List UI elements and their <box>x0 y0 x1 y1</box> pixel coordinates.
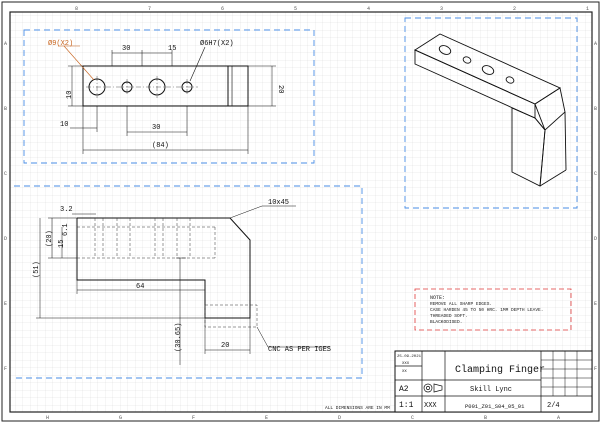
zone-label: 7 <box>148 6 151 12</box>
zone-label: G <box>119 415 122 421</box>
dim-51: (51) <box>33 261 41 278</box>
projection-symbol-icon <box>423 383 443 393</box>
zone-label: 4 <box>367 6 370 12</box>
dimensions-note: ALL DIMENSIONS ARE IN MM <box>325 405 390 411</box>
dim-15-vertical: 15 <box>58 240 66 248</box>
cnc-note: CNC AS PER IGES <box>268 346 331 354</box>
view-frame-iso <box>404 17 578 209</box>
zone-label: F <box>4 366 7 372</box>
zone-label: C <box>594 171 597 177</box>
hidden-lines <box>77 218 258 328</box>
zone-label: C <box>411 415 414 421</box>
front-view[interactable]: 3.2 (20) 15 6.1 (51) 64 10x45 (30.65) 20… <box>14 185 363 379</box>
zone-label: 3 <box>440 6 443 12</box>
zone-label: A <box>557 415 560 421</box>
notes-line: CASE HARDEN 45 TO 50 HRC. 1MM DEPTH LEAV… <box>430 307 543 313</box>
isometric-view[interactable] <box>404 17 578 209</box>
zone-label: E <box>265 415 268 421</box>
iso-part <box>414 33 567 187</box>
zone-label: B <box>484 415 487 421</box>
dim-20-vertical: (20) <box>46 230 54 247</box>
dim-3-2: 3.2 <box>60 206 73 214</box>
zone-label: E <box>594 301 597 307</box>
zone-label: 1 <box>586 6 589 12</box>
dim-10-bottom: 10 <box>60 121 68 129</box>
centerlines <box>86 76 198 98</box>
hole-callout-right: Ø6H7(X2) <box>200 39 234 48</box>
zone-label: B <box>4 106 7 112</box>
zone-label: 5 <box>294 6 297 12</box>
chamfer-callout: 10x45 <box>268 199 289 207</box>
sheet-size: A2 <box>399 385 409 394</box>
zone-label: A <box>594 41 597 47</box>
notes-block: NOTE: REMOVE ALL SHARP EDGES. CASE HARDE… <box>414 288 572 331</box>
zone-label: D <box>4 236 7 242</box>
zone-label: F <box>594 366 597 372</box>
title-xxx-small: XXX <box>402 362 410 366</box>
dim-30-top: 30 <box>122 45 130 53</box>
company-name: Skill Lync <box>470 386 512 394</box>
title-date: 25-09-2021 <box>397 355 422 359</box>
view-frame-top <box>23 29 315 164</box>
inner-border <box>9 11 593 413</box>
zone-label: A <box>4 41 7 47</box>
zone-label: D <box>338 415 341 421</box>
dim-6-1: 6.1 <box>62 223 70 236</box>
zone-markers-top: 8 7 6 5 4 3 2 1 <box>75 6 589 12</box>
title-xxx: XXX <box>424 402 437 410</box>
hole-callout-left: Ø9(X2) <box>48 39 73 48</box>
dim-20-right: 20 <box>276 85 284 93</box>
zone-label: 2 <box>513 6 516 12</box>
notes-line: REMOVE ALL SHARP EDGES. <box>430 301 492 307</box>
zone-label: H <box>46 415 49 421</box>
zone-label: F <box>192 415 195 421</box>
grid-area <box>10 12 592 412</box>
zone-markers-bottom: H G F E D C B A <box>46 415 560 421</box>
dim-64: 64 <box>136 283 144 291</box>
dim-30-65: (30.65) <box>175 323 183 352</box>
dim-20-bottom: 20 <box>221 342 229 350</box>
notes-heading: NOTE: <box>430 295 445 301</box>
zone-label: 8 <box>75 6 78 12</box>
zone-label: E <box>4 301 7 307</box>
dim-84: (84) <box>152 142 169 150</box>
zone-markers-right: A B C D E F <box>594 41 597 372</box>
sheet-number: 2/4 <box>547 402 560 410</box>
zone-label: C <box>4 171 7 177</box>
notes-line: BLACKODISED. <box>430 319 462 325</box>
front-outline <box>76 217 251 319</box>
dim-30-bottom: 30 <box>152 124 160 132</box>
drawing-title: Clamping Finger <box>455 364 545 376</box>
dimension-lines <box>68 50 276 154</box>
notes-line: THREADED SOFT. <box>430 313 468 319</box>
zone-markers-left: A B C D E F <box>4 41 7 372</box>
zone-label: D <box>594 236 597 242</box>
zone-label: B <box>594 106 597 112</box>
title-block: 25-09-2021 XXX XX Clamping Finger Skill … <box>394 350 593 413</box>
title-xx-small: XX <box>402 370 407 374</box>
top-view[interactable]: Ø9(X2) Ø6H7(X2) 30 15 10 20 10 30 (84) <box>23 29 315 164</box>
zone-label: 6 <box>221 6 224 12</box>
front-dimension-lines <box>36 205 330 365</box>
dim-10-vertical: 10 <box>66 91 74 99</box>
view-frame-front <box>14 185 363 379</box>
drawing-scale: 1:1 <box>399 401 414 410</box>
drawing-number: P001_Z01_S04_05_01 <box>465 403 525 410</box>
dim-15: 15 <box>168 45 176 53</box>
part-outline <box>82 65 249 107</box>
